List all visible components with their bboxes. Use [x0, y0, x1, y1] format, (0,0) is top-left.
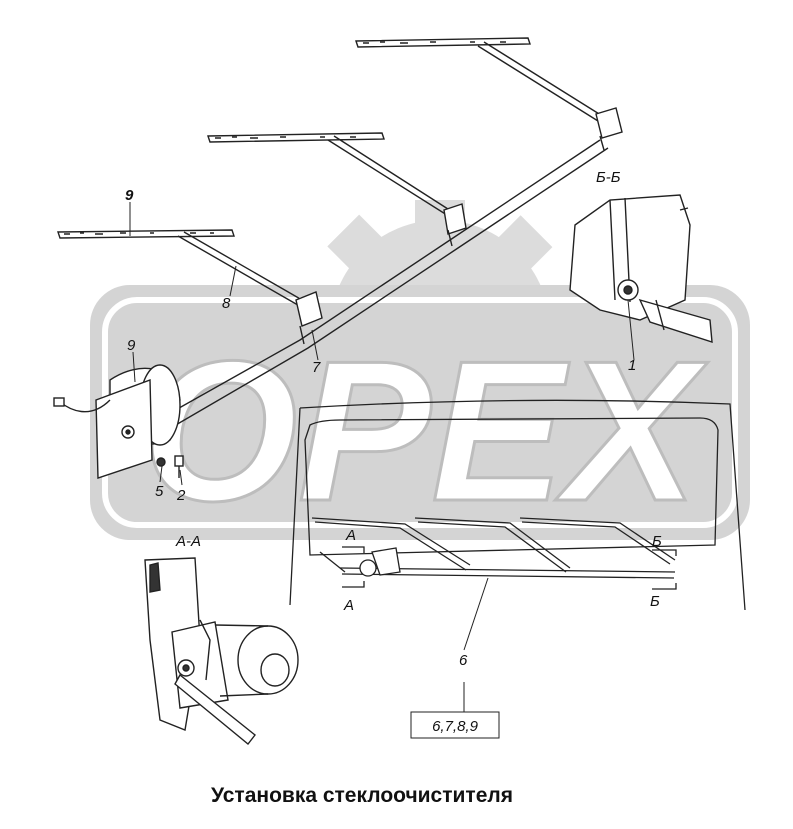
wiper-arm-1: [177, 231, 317, 313]
watermark: OPEX: [90, 200, 750, 545]
wiper-blade-2: [207, 132, 385, 143]
part-label-3: 5: [155, 483, 164, 500]
nut: [156, 457, 166, 467]
diagram-caption: Установка стеклоочистителя: [211, 784, 513, 807]
part-label-5: 6: [459, 652, 468, 669]
part-label-6: 7: [312, 359, 321, 376]
linkage-rod: [139, 139, 609, 441]
cut-letter-b-top: Б: [652, 533, 662, 550]
bolt: [174, 455, 184, 478]
part-label-9: 9: [127, 337, 136, 354]
part-label-2: 2: [176, 487, 186, 504]
part-label-8: 9: [125, 187, 134, 204]
wiper-assembly: [53, 37, 623, 479]
section-bb-view: [569, 194, 713, 343]
watermark-band: [90, 285, 750, 540]
wiper-motor: [53, 364, 181, 479]
windshield-outer: [289, 399, 746, 611]
section-label-bb: Б-Б: [596, 169, 621, 186]
cut-letter-a-bottom: А: [343, 597, 354, 614]
part-label-7: 8: [222, 295, 231, 312]
cut-letter-a-top: А: [345, 527, 356, 544]
reference-box-text: 6,7,8,9: [432, 718, 479, 735]
part-label-1: 1: [628, 357, 636, 374]
wiper-blade-1: [57, 229, 235, 239]
cut-letter-b-bottom: Б: [650, 593, 660, 610]
watermark-text: OPEX: [142, 320, 708, 543]
windshield-view: [289, 399, 746, 611]
leader-lines: [129, 202, 635, 712]
wiper-blade-3: [355, 37, 531, 48]
reference-box: 6,7,8,9: [410, 711, 500, 739]
section-label-aa: А-А: [175, 533, 201, 550]
windshield-inner: [304, 417, 719, 556]
section-aa-view: [144, 557, 299, 745]
wiper-arm-3: [477, 41, 613, 127]
wiper-arm-2: [327, 135, 463, 223]
